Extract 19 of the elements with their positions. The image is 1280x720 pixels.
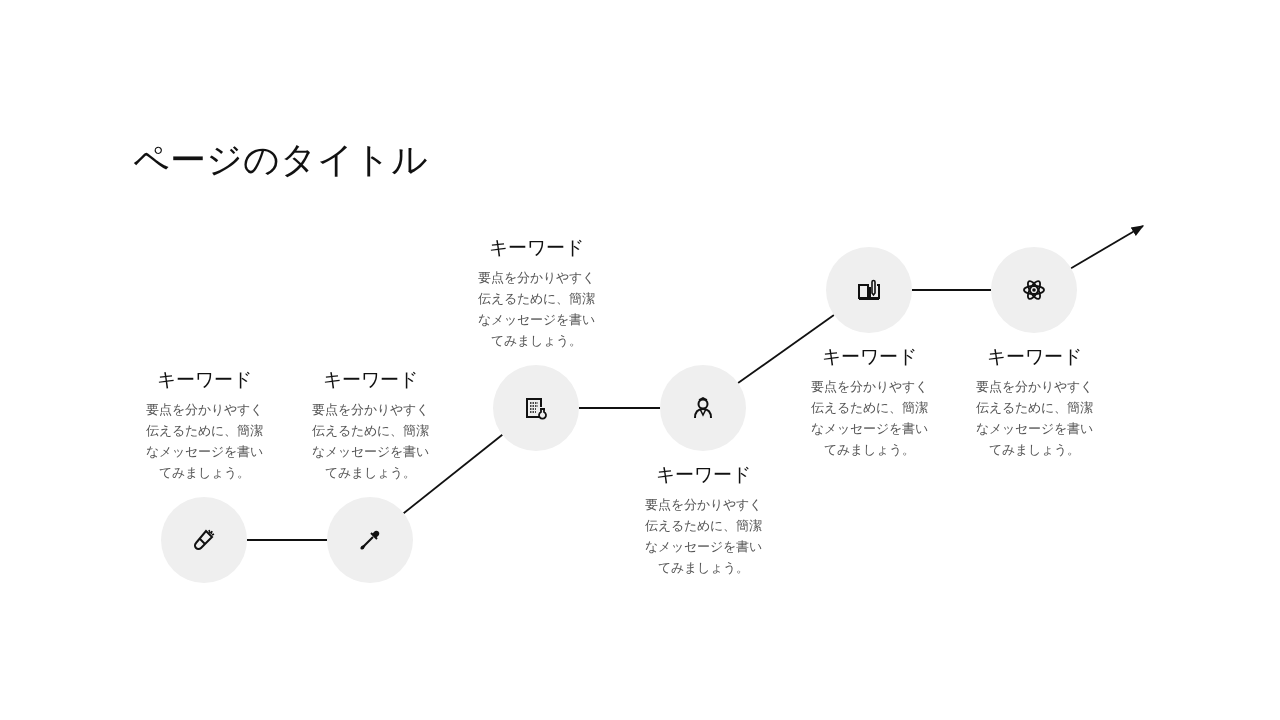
page-title: ページのタイトル bbox=[133, 138, 428, 182]
keyword-heading: キーワード bbox=[821, 344, 917, 368]
connector-line bbox=[402, 433, 504, 515]
description-text: 要点を分かりやすく伝えるために、簡潔なメッセージを書いてみましょう。 bbox=[476, 269, 596, 350]
description-text: 要点を分かりやすく伝えるために、簡潔なメッセージを書いてみましょう。 bbox=[310, 401, 430, 482]
description-text: 要点を分かりやすく伝えるために、簡潔なメッセージを書いてみましょう。 bbox=[643, 496, 763, 577]
keyword-heading: キーワード bbox=[156, 367, 252, 391]
connector-line bbox=[578, 407, 661, 409]
keyword-heading: キーワード bbox=[655, 462, 751, 486]
description-text: 要点を分かりやすく伝えるために、簡潔なメッセージを書いてみましょう。 bbox=[144, 401, 264, 482]
keyword-heading: キーワード bbox=[488, 235, 584, 259]
keyword-heading: キーワード bbox=[322, 367, 418, 391]
connector-line bbox=[246, 539, 328, 541]
keyword-heading: キーワード bbox=[986, 344, 1082, 368]
description-text: 要点を分かりやすく伝えるために、簡潔なメッセージを書いてみましょう。 bbox=[974, 378, 1094, 459]
connector-line bbox=[737, 314, 835, 384]
arrow bbox=[1070, 225, 1145, 270]
connector-line bbox=[911, 289, 992, 291]
description-text: 要点を分かりやすく伝えるために、簡潔なメッセージを書いてみましょう。 bbox=[809, 378, 929, 459]
